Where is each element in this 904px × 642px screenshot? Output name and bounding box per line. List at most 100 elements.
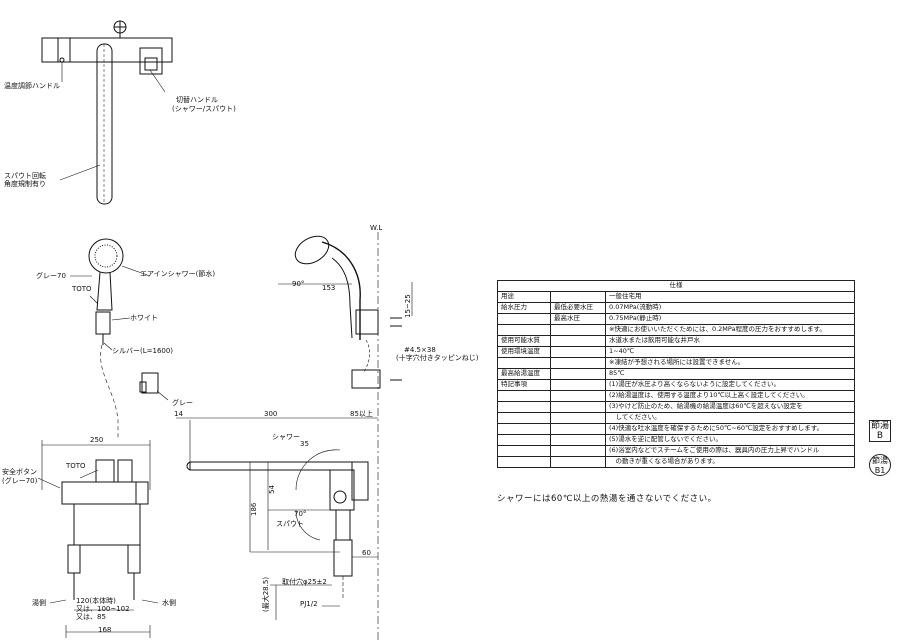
cell: 1~40℃ [605,346,855,358]
cell [550,434,606,446]
cell [550,335,606,347]
cell: (2)給湯温度は、使用する温度より10℃以上高く設定してください。 [605,390,855,402]
dim-54: 54 [268,485,276,494]
table-row: (2)給湯温度は、使用する温度より10℃以上高く設定してください。 [497,390,855,402]
front-body-view [37,440,159,638]
label-gray70: グレー70 [36,272,66,280]
top-view [41,20,173,205]
label-screw-1: #4.5×38 [404,346,436,354]
cell [550,412,606,424]
cell [497,313,551,325]
cell: (6)浴室内などでスチームをご使用の際は、器具内の圧力上昇でハンドル [605,445,855,457]
cell [497,456,551,468]
dim-300: 300 [264,410,278,418]
cell [550,357,606,369]
table-row: ※快適にお使いいただくためには、0.2MPa程度の圧力をおすすめします。 [497,324,855,336]
setsuyu-b-badge: 節湯 B [866,420,894,442]
table-row: (5)湯水を逆に配管しないでください。 [497,434,855,446]
label-wl: W.L [370,224,383,232]
label-safety-button-2: (グレー70) [2,477,38,485]
cell [550,368,606,380]
cell [497,390,551,402]
table-row: 用途 一般住宅用 [497,291,855,303]
cell [497,412,551,424]
cell: 水道水または飲用可能な井戸水 [605,335,855,347]
cell [550,346,606,358]
label-cold-side: 水側 [162,599,176,607]
label-totd2: TOTO [66,462,86,470]
dim-153: 153 [322,284,336,292]
label-spout-rotation-1: スパウト回転 [4,172,46,180]
dim-120: 120(本体時) [76,597,116,605]
cell [550,379,606,391]
badge-top: 節湯 [870,421,889,431]
cell: 用途 [497,291,551,303]
cell [497,434,551,446]
cell: 最高水圧 [550,313,606,325]
label-switch-handle: 切替ハンドル [176,96,218,104]
dim-168: 168 [98,626,112,634]
dim-100: 又は、100~102 [76,605,130,613]
cell [550,291,606,303]
cell [497,401,551,413]
label-spout-rotation-2: 角度規制有り [4,180,46,188]
label-temp-handle: 温度調節ハンドル [4,82,60,90]
spec-title: 仕様 [497,280,855,292]
badge-box: 節湯 B [869,420,891,442]
cell: 使用環境温度 [497,346,551,358]
label-switch-handle-sub: (シャワー/スパウト) [172,105,236,113]
dim-14: 14 [174,410,183,418]
shower-head-view [70,238,169,440]
cell [497,423,551,435]
cell [550,456,606,468]
side-view [176,232,413,640]
cell: してください。 [605,412,855,424]
label-gray: グレー [172,399,193,407]
dim-28-5: (最大28.5) [262,576,270,612]
table-row: ※凍結が予想される場所には設置できません。 [497,357,855,369]
cell [497,445,551,457]
label-totd: TOTO [72,285,92,293]
dim-85b: 又は、85 [76,613,106,621]
cell: ※凍結が予想される場所には設置できません。 [605,357,855,369]
table-row: 使用環境温度 1~40℃ [497,346,855,358]
label-white: ホワイト [130,314,158,322]
cell: 一般住宅用 [605,291,855,303]
table-row: 特記事項 (1)湯圧が水圧より高くならないように設定してください。 [497,379,855,391]
dim-15-25: 15~25 [404,294,412,318]
cell [497,324,551,336]
warning-note: シャワーには60℃以上の熱湯を通さないでください。 [497,494,717,504]
table-row: (4)快適な吐水温度を確保するために50℃~60℃設定をおすすめします。 [497,423,855,435]
dim-60: 60 [362,549,371,557]
label-hot-side: 湯側 [32,599,46,607]
table-row: してください。 [497,412,855,424]
badge-top: 節湯 [872,456,888,465]
cell: 0.07MPa(流動時) [605,302,855,314]
label-mount-hole: 取付穴φ25±2 [282,578,327,586]
setsuyu-b1-badge: 節湯 B1 [866,454,894,476]
label-spout: スパウト [276,520,304,528]
cell: 特記事項 [497,379,551,391]
badge-circle: 節湯 B1 [869,454,891,476]
label-pj: PJ1/2 [300,600,318,608]
cell: 0.75MPa(静止時) [605,313,855,325]
label-silver: シルバー(L=1600) [112,347,174,355]
cell: (1)湯圧が水圧より高くならないように設定してください。 [605,379,855,391]
badge-bottom: B [876,431,884,441]
cell: ※快適にお使いいただくためには、0.2MPa程度の圧力をおすすめします。 [605,324,855,336]
table-row: (3)やけど防止のため、給湯機の給湯温度は60℃を超えない設定を [497,401,855,413]
dim-35: 35 [300,440,309,448]
cell: 最高給湯温度 [497,368,551,380]
label-air-shower: エアインシャワー(節水) [140,270,216,278]
dim-90: 90° [292,280,305,288]
label-screw-2: (十字穴付きタッピンねじ) [396,354,479,362]
table-row: 使用可能水質水道水または飲用可能な井戸水 [497,335,855,347]
cell: 最低必要水圧 [550,302,606,314]
cell [497,357,551,369]
cell [550,423,606,435]
